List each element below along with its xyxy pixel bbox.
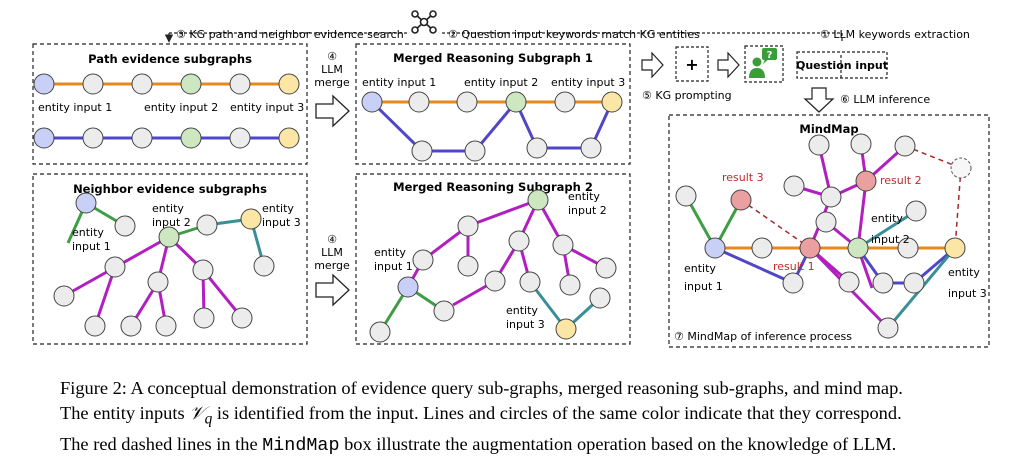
mindmap-footer: ⑦ MindMap of inference process <box>674 330 852 343</box>
merged1-label-3: entity input 3 <box>551 76 625 89</box>
path-evidence-title: Path evidence subgraphs <box>88 52 252 66</box>
neighbor-label-1a: entity <box>72 226 104 239</box>
result3-label: result 3 <box>722 171 764 184</box>
graph-network-icon <box>411 10 437 34</box>
merged2-label-1b: input 1 <box>374 260 413 273</box>
result2-label: result 2 <box>880 174 922 187</box>
caption-entity-set: 𝒱q <box>189 402 212 428</box>
mindmap-entity2a: entity <box>871 212 903 225</box>
step2-label: ② Question input keywords match KG entit… <box>448 28 700 41</box>
merge2-merge: merge <box>314 259 350 272</box>
merge2-llm: LLM <box>321 246 343 259</box>
caption-line-2a: The entity inputs <box>60 402 190 423</box>
svg-text:?: ? <box>767 50 773 61</box>
mindmap-entity3a: entity <box>948 266 980 279</box>
path-label-1: entity input 1 <box>38 101 112 114</box>
top-connector <box>164 32 843 78</box>
neighbor-label-2b: input 2 <box>152 216 191 229</box>
merged2-label-2b: input 2 <box>568 204 607 217</box>
path-evidence-graph <box>33 73 300 149</box>
question-user-icon: ? <box>749 48 777 78</box>
merge-arrow-1: ④ LLM merge <box>314 50 350 128</box>
step5-label: ⑤ KG prompting <box>642 89 732 102</box>
merged1-label-1: entity input 1 <box>362 76 436 89</box>
merged2-title: Merged Reasoning Subgraph 2 <box>393 180 593 194</box>
result1-label: result 1 <box>773 260 815 273</box>
question-input-label: Question input <box>796 59 888 72</box>
plus-box <box>675 46 709 82</box>
figure-caption: Figure 2: A conceptual demonstration of … <box>60 376 1020 458</box>
neighbor-label-3a: entity <box>262 202 294 215</box>
caption-line-1: Figure 2: A conceptual demonstration of … <box>60 376 1020 401</box>
merge1-llm: LLM <box>321 63 343 76</box>
merged2-label-2a: entity <box>568 190 600 203</box>
merged2-label-3b: input 3 <box>506 318 545 331</box>
neighbor-label-1b: input 1 <box>72 240 111 253</box>
mindmap-entity1a: entity <box>684 262 716 275</box>
neighbor-evidence-graph <box>53 192 275 337</box>
merged1-graph <box>361 91 623 162</box>
merged-subgraph2-panel <box>355 173 631 345</box>
neighbor-label-2a: entity <box>152 202 184 215</box>
merge2-step: ④ <box>327 233 337 246</box>
caption-mindmap-code: MindMap <box>262 434 340 456</box>
step1-label: ① LLM keywords extraction <box>820 28 970 41</box>
neighbor-evidence-panel <box>32 173 308 345</box>
merged1-label-2: entity input 2 <box>464 76 538 89</box>
merged2-graph <box>369 189 617 343</box>
merge1-step: ④ <box>327 50 337 63</box>
path-label-2: entity input 2 <box>144 101 218 114</box>
mindmap-title: MindMap <box>799 122 858 136</box>
inference-arrow <box>803 87 835 113</box>
merged2-label-1a: entity <box>374 246 406 259</box>
path-evidence-panel <box>32 43 308 165</box>
mindmap-entity2b: input 2 <box>871 233 910 246</box>
caption-entity-symbol: 𝒱 <box>189 402 205 423</box>
neighbor-evidence-title: Neighbor evidence subgraphs <box>73 182 267 196</box>
caption-line-3b: box illustrate the augmentation operatio… <box>339 433 897 454</box>
diagram-canvas: ③ KG path and neighbor evidence search ②… <box>32 10 990 348</box>
step3-label: ③ KG path and neighbor evidence search <box>176 28 404 41</box>
merge-arrow-2: ④ LLM merge <box>314 233 350 307</box>
mindmap-panel <box>668 114 990 348</box>
caption-entity-subscript: q <box>204 410 213 428</box>
mindmap-graph <box>675 133 972 339</box>
path-label-3: entity input 3 <box>230 101 304 114</box>
merged-subgraph1-panel <box>355 43 631 165</box>
neighbor-label-3b: input 3 <box>262 216 301 229</box>
plus-sign: + <box>685 55 698 74</box>
question-input-box <box>796 51 888 79</box>
mindmap-entity3b: input 3 <box>948 287 987 300</box>
merged1-title: Merged Reasoning Subgraph 1 <box>393 51 593 65</box>
caption-line-3a: The red dashed lines in the <box>60 433 263 454</box>
caption-line-1-text: Figure 2: A conceptual demonstration of … <box>60 378 903 398</box>
caption-line-2: The entity inputs 𝒱q is identified from … <box>60 401 1020 432</box>
merged2-label-3a: entity <box>506 304 538 317</box>
merge1-merge: merge <box>314 76 350 89</box>
caption-line-3: The red dashed lines in the MindMap box … <box>60 432 1020 459</box>
caption-line-2b: is identified from the input. Lines and … <box>212 402 902 423</box>
step6-label: ⑥ LLM inference <box>840 93 930 106</box>
mindmap-entity1b: input 1 <box>684 280 723 293</box>
prompt-flow: + ? Question input <box>641 45 888 83</box>
